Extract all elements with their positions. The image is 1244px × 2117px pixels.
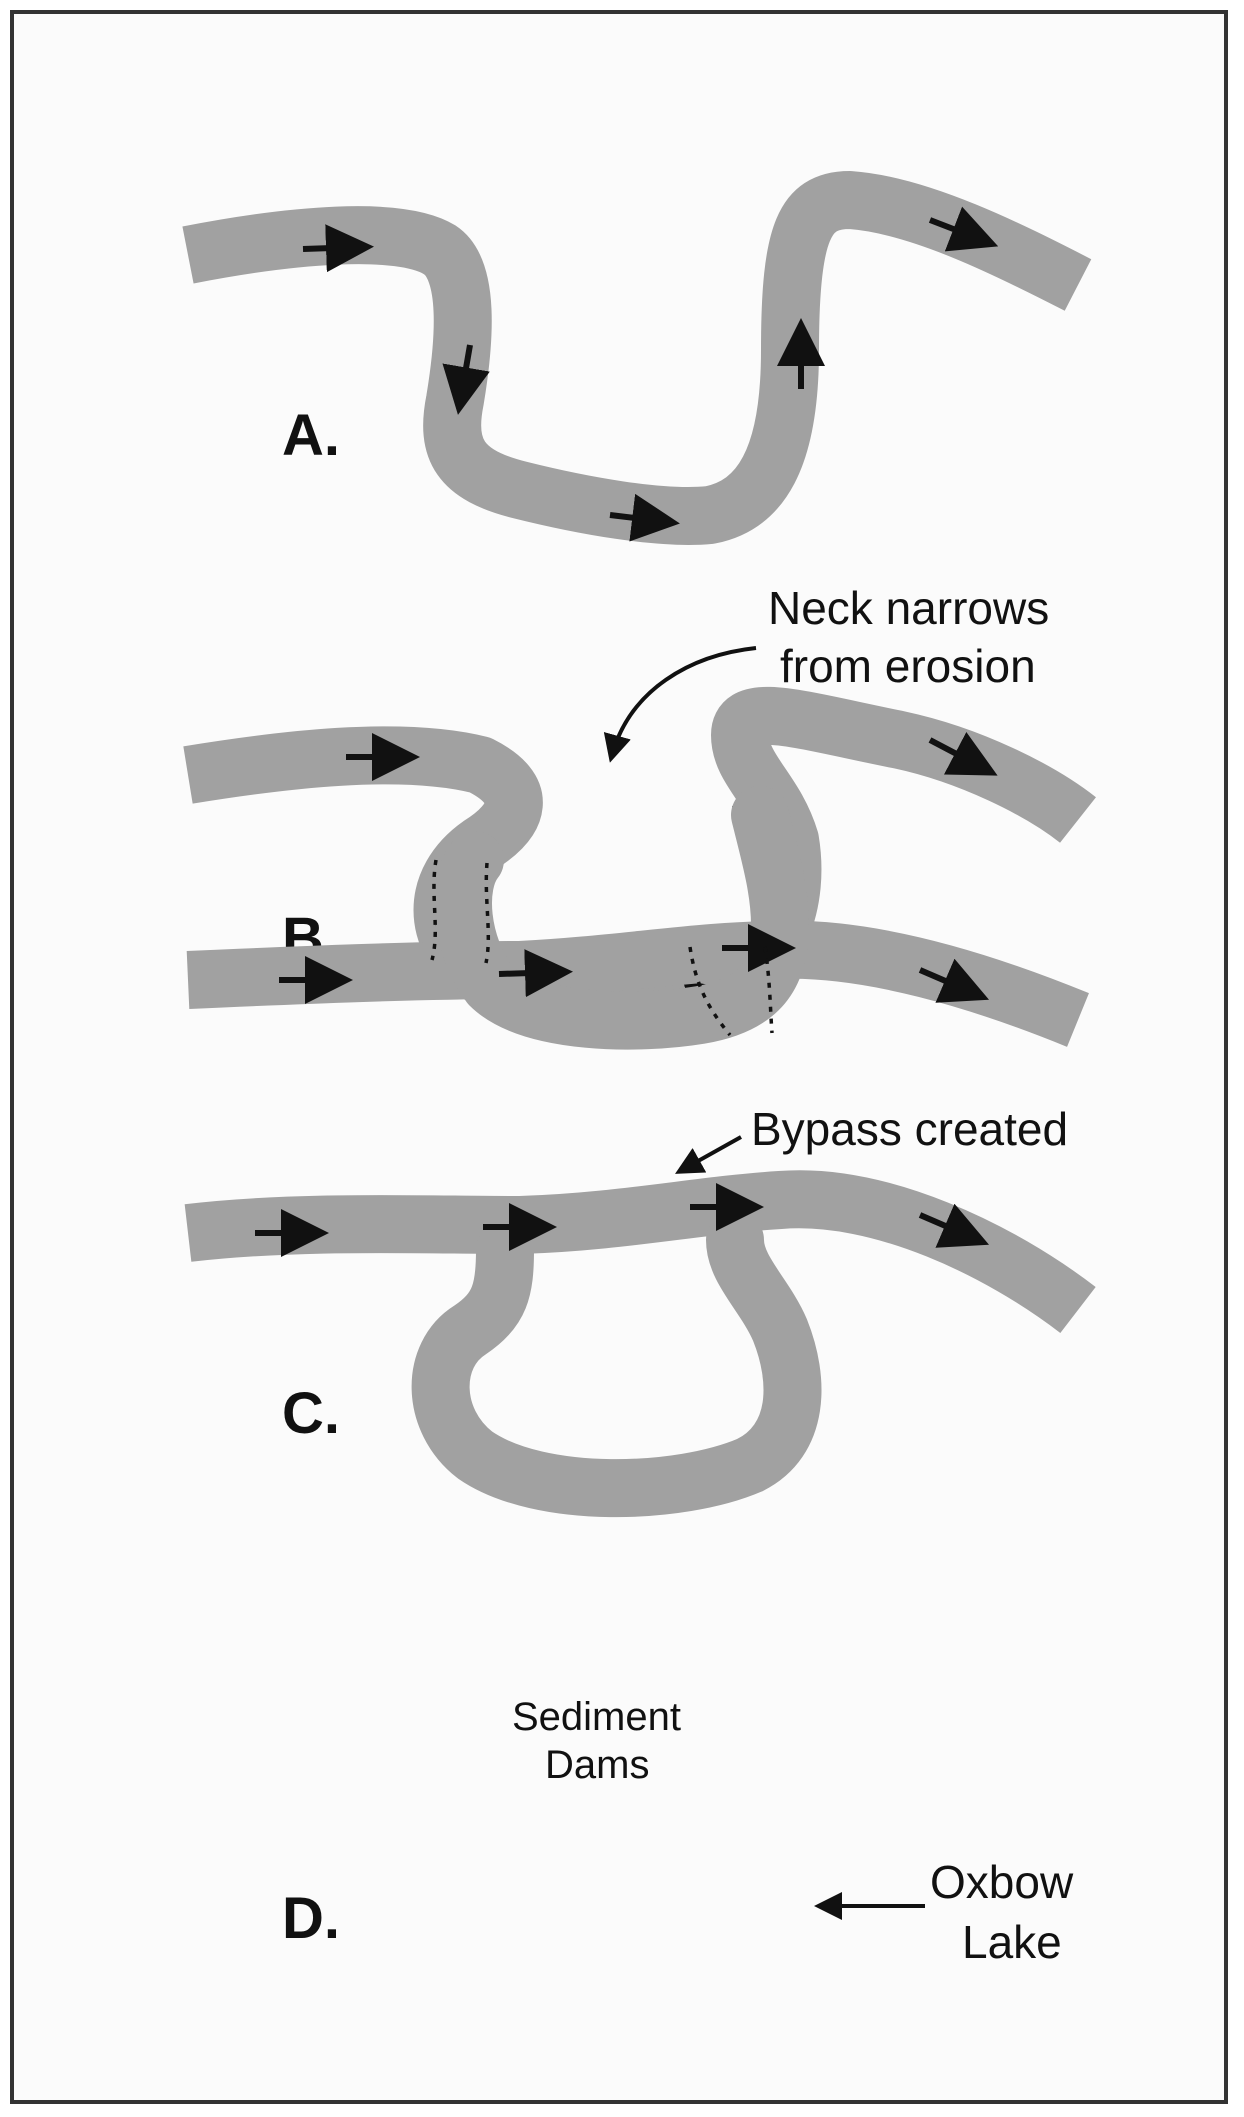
panel-d-labels: D. (0, 0, 1244, 2117)
